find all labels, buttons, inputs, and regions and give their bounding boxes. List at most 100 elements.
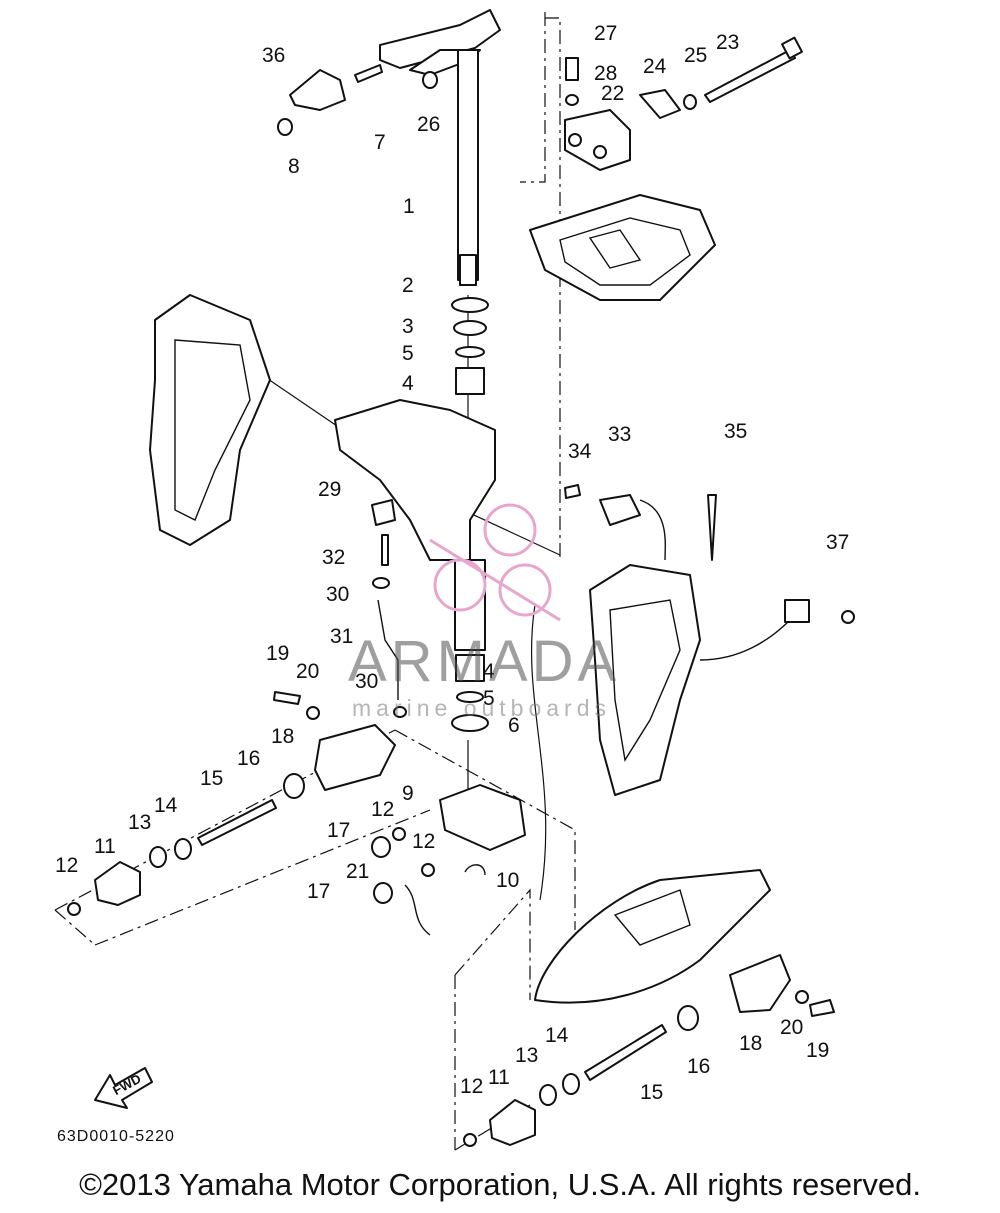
callout-label: 18 <box>271 725 294 748</box>
callout-label: 27 <box>594 22 617 45</box>
bolt-19-right <box>809 999 835 1017</box>
callout-label: 19 <box>806 1039 829 1062</box>
callout-label: 8 <box>288 155 300 178</box>
callout-label: 20 <box>780 1016 803 1039</box>
cover-18-right <box>729 954 791 1013</box>
collar-16-left <box>283 773 305 799</box>
swivel-bracket <box>334 399 496 651</box>
ground-lead-21 <box>404 884 431 936</box>
washer-12-low <box>421 863 435 877</box>
washer-25 <box>683 94 697 110</box>
cover-18-left <box>314 724 396 791</box>
screw-34 <box>564 484 581 499</box>
callout-label: 12 <box>371 798 394 821</box>
mount-11-left <box>94 861 141 906</box>
diagram-code: 63D0010-5220 <box>57 1128 175 1145</box>
callout-label: 33 <box>608 423 631 446</box>
plate-24 <box>639 89 681 119</box>
screw-37 <box>841 610 855 624</box>
callout-label: 5 <box>483 687 495 710</box>
callout-label: 10 <box>496 869 519 892</box>
callout-label: 19 <box>266 642 289 665</box>
callout-label: 13 <box>515 1044 538 1067</box>
mount-11-right <box>489 1099 536 1146</box>
bracket-36 <box>289 69 346 111</box>
bolt-15-left <box>197 799 277 846</box>
washer-20-left <box>306 706 320 720</box>
callout-label: 3 <box>402 315 414 338</box>
callout-label: 35 <box>724 420 747 443</box>
bushings-lower <box>451 654 489 732</box>
callout-label: 36 <box>262 44 285 67</box>
callout-label: 29 <box>318 478 341 501</box>
stud-7 <box>354 64 383 83</box>
callout-label: 30 <box>355 670 378 693</box>
callout-label: 15 <box>640 1081 663 1104</box>
callout-label: 18 <box>739 1032 762 1055</box>
callout-label: 16 <box>687 1055 710 1078</box>
callout-label: 12 <box>412 830 435 853</box>
callout-label: 26 <box>417 113 440 136</box>
callout-label: 24 <box>643 55 667 78</box>
clamp-bracket-left <box>149 294 271 546</box>
washer-12-right <box>463 1133 477 1147</box>
clip-10 <box>464 864 486 876</box>
callout-label: 11 <box>94 835 116 858</box>
mount-bracket-9 <box>439 784 526 851</box>
callout-label: 30 <box>326 583 349 606</box>
callout-label: 9 <box>402 782 414 805</box>
callout-label: 34 <box>568 440 592 463</box>
cap-17-lower <box>373 882 393 904</box>
nut-26 <box>422 71 438 89</box>
bolt-19-left <box>273 691 301 705</box>
callout-label: 4 <box>483 660 495 683</box>
callout-label: 20 <box>296 660 319 683</box>
callout-label: 37 <box>826 531 849 554</box>
bushings-upper <box>451 297 489 395</box>
callout-label: 13 <box>128 811 151 834</box>
copyright-notice: ©2013 Yamaha Motor Corporation, U.S.A. A… <box>79 1167 921 1202</box>
steering-shaft <box>379 9 501 286</box>
callout-label: 22 <box>601 82 624 105</box>
pin-32 <box>381 534 389 566</box>
bolt-15-right <box>584 1024 667 1081</box>
callout-label: 15 <box>200 767 223 790</box>
callout-label: 16 <box>237 747 260 770</box>
callout-labels: 1 2 3 4 4 5 5 6 7 8 9 10 11 11 12 12 12 … <box>55 22 849 1104</box>
callout-label: 11 <box>488 1066 510 1089</box>
washer-20-right <box>795 990 809 1004</box>
washer-12-mid <box>392 827 406 841</box>
holder-29 <box>371 499 396 526</box>
callout-label: 7 <box>374 131 386 154</box>
watermark-brand: ARMADA <box>348 629 621 694</box>
collar-16-right <box>677 1005 699 1031</box>
callout-label: 4 <box>402 372 414 395</box>
callout-label: 14 <box>545 1024 569 1047</box>
trim-sensor-33 <box>599 494 810 661</box>
watermark-logo <box>429 503 561 622</box>
clip-30-lower <box>393 706 407 718</box>
callout-label: 32 <box>322 546 345 569</box>
callout-label: 1 <box>403 195 415 218</box>
bottom-cowling-plate <box>529 194 716 301</box>
callout-label: 23 <box>716 31 739 54</box>
washer-12-left <box>67 902 81 916</box>
callout-label: 2 <box>402 274 414 297</box>
washer-13-left <box>149 846 167 868</box>
callout-label: 17 <box>327 819 350 842</box>
washer-14-left <box>174 838 192 860</box>
callout-label: 12 <box>55 854 78 877</box>
callout-label: 25 <box>684 44 707 67</box>
callout-label: 14 <box>154 794 178 817</box>
fitting-22 <box>564 109 631 171</box>
lower-mount <box>534 869 771 1004</box>
callout-label: 12 <box>460 1075 483 1098</box>
callout-label: 28 <box>594 62 617 85</box>
cable-tie-35 <box>707 494 717 561</box>
nut-8 <box>277 118 293 136</box>
hose-31 <box>377 599 399 700</box>
cap-17-upper <box>371 836 391 858</box>
washer-14-right <box>562 1073 580 1095</box>
